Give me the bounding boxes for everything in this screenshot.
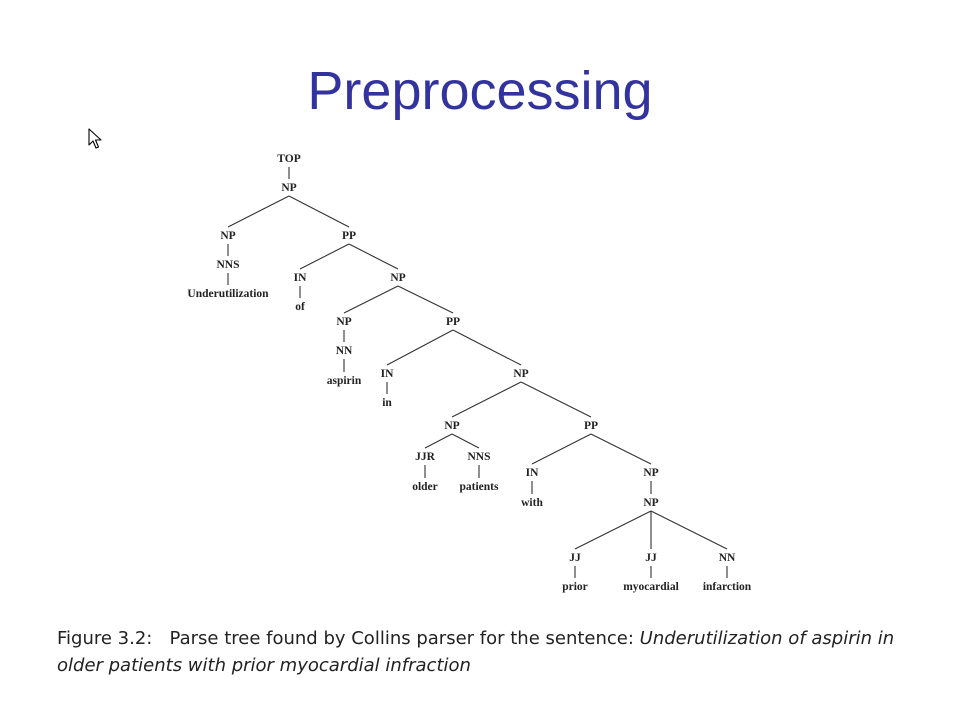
tree-node-np1: NP [281,182,296,194]
tree-node-np4: NP [336,316,351,328]
tree-node-top: TOP [277,153,300,165]
tree-node-nns1: NNS [216,259,239,271]
tree-node-w_patients: patients [460,481,500,493]
tree-edge-pp3-np7 [590,433,652,465]
tree-node-w_older: older [412,481,438,493]
slide-title: Preprocessing [307,61,653,121]
tree-node-w_underutilization: Underutilization [187,288,269,300]
tree-node-jj1: JJ [569,552,581,564]
tree-node-in2: IN [381,368,394,380]
tree-node-pp3: PP [584,420,598,432]
tree-node-np5: NP [513,368,528,380]
tree-node-np8: NP [643,497,658,509]
tree-node-np2: NP [220,230,235,242]
tree-node-w_in: in [382,397,392,409]
tree-node-pp2: PP [446,316,460,328]
tree-edge-np5-pp3 [520,381,592,418]
tree-node-w_myocardial: myocardial [623,581,679,593]
caption-prefix: Figure 3.2: [57,628,153,649]
tree-edges [227,167,728,578]
tree-node-np7: NP [643,467,658,479]
tree-node-w_aspirin: aspirin [327,375,362,387]
tree-edge-np5-np6 [451,381,522,418]
tree-node-in1: IN [294,272,307,284]
tree-edge-np3-np4 [343,285,399,314]
tree-edge-np1-np2 [227,195,290,228]
tree-node-w_of: of [295,301,305,313]
tree-edge-np8-nn2 [650,510,728,550]
caption-sentence: Underutilization of aspirin in older pat… [57,628,895,676]
tree-edge-pp3-in3 [531,433,592,465]
tree-node-nns2: NNS [467,451,490,463]
tree-edge-pp1-np3 [348,243,399,270]
tree-edge-pp1-in1 [299,243,350,270]
tree-edge-np1-pp1 [288,195,350,228]
tree-edge-np8-jj1 [574,510,652,550]
tree-node-np6: NP [444,420,459,432]
tree-edge-pp2-in2 [386,329,454,366]
tree-node-np3: NP [390,272,405,284]
tree-edge-pp2-np5 [452,329,522,366]
tree-edge-np6-nns2 [451,433,480,449]
tree-edge-np6-jjr [424,433,453,449]
tree-node-w_with: with [521,497,543,509]
caption-text: Parse tree found by Collins parser for t… [169,628,634,649]
tree-node-pp1: PP [342,230,356,242]
tree-node-nn1: NN [336,345,353,357]
figure-caption: Figure 3.2: Parse tree found by Collins … [57,625,917,679]
tree-node-w_prior: prior [562,581,588,593]
tree-node-jj2: JJ [645,552,657,564]
tree-node-jjr: JJR [415,451,436,463]
tree-edge-np3-pp2 [397,285,454,314]
tree-node-in3: IN [526,467,539,479]
tree-node-nn2: NN [719,552,736,564]
mouse-pointer-icon [88,128,102,149]
tree-node-w_infarction: infarction [703,581,752,593]
